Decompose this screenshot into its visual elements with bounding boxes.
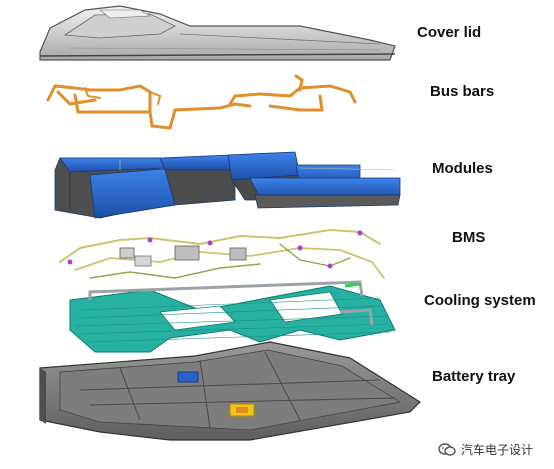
label-cooling-system: Cooling system xyxy=(424,292,536,309)
cooling-system-illustration xyxy=(69,280,396,353)
label-bus-bars: Bus bars xyxy=(430,83,495,100)
label-battery-tray: Battery tray xyxy=(432,368,516,385)
wechat-icon xyxy=(438,442,456,456)
modules-illustration xyxy=(54,151,401,219)
watermark-text: 汽车电子设计 xyxy=(461,443,534,457)
label-modules: Modules xyxy=(432,160,493,177)
label-cover-lid: Cover lid xyxy=(417,24,482,41)
watermark: 汽车电子设计 xyxy=(438,441,533,458)
cover-lid-illustration xyxy=(39,5,396,61)
label-bms: BMS xyxy=(452,229,486,246)
battery-tray-illustration xyxy=(39,341,421,441)
bus-bars-illustration xyxy=(46,74,357,130)
bms-illustration xyxy=(59,228,385,279)
